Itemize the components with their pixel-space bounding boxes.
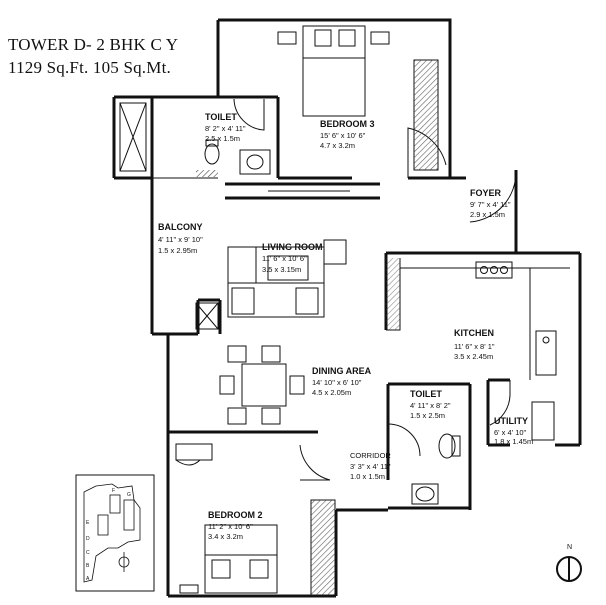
room-dim-m-dining: 4.5 x 2.05m [312,388,351,397]
room-dim-ft-bedroom3: 15' 6" x 10' 6" [320,131,366,140]
north-arrow-icon: N [556,544,582,582]
room-name-kitchen: KITCHEN [454,328,494,338]
plan-title: TOWER D- 2 BHK C Y [8,35,179,54]
room-dim-m-toilet2: 1.5 x 2.5m [410,411,445,420]
room-dim-ft-bedroom2: 11' 2" x 10' 6" [208,522,253,531]
room-name-foyer: FOYER [470,188,502,198]
key-plan-label-c: C [86,550,90,556]
room-dim-ft-toilet2: 4' 11" x 8' 2" [410,401,451,410]
key-plan-label-a: A [86,576,90,582]
room-dim-ft-dining: 14' 10" x 6' 10" [312,378,362,387]
room-dim-ft-foyer: 9' 7" x 4' 11" [470,200,511,209]
room-dim-m-corridor: 1.0 x 1.5m [350,472,385,481]
room-dim-ft-living: 11' 6" x 10' 6" [262,254,307,263]
key-plan-label-f: F [112,488,115,494]
room-name-toilet1: TOILET [205,112,237,122]
key-plan-label-d: D [86,536,90,542]
room-dim-m-utility: 1.8 x 1.45m [494,437,533,446]
room-name-bedroom2: BEDROOM 2 [208,510,263,520]
hatched-walls [196,60,438,595]
room-dim-ft-balcony: 4' 11" x 9' 10" [158,235,203,244]
room-dim-ft-toilet1: 8' 2" x 4' 11" [205,124,246,133]
room-dim-m-foyer: 2.9 x 1.5m [470,210,505,219]
walls [112,18,582,598]
room-dim-m-bedroom2: 3.4 x 3.2m [208,532,243,541]
key-plan-label-g: G [127,492,131,498]
room-name-balcony: BALCONY [158,222,203,232]
key-plan: F G E D C B A [75,474,155,592]
compass-label: N [567,544,572,551]
plan-area: 1129 Sq.Ft. 105 Sq.Mt. [8,58,171,77]
room-dim-ft-kitchen: 11' 6" x 8' 1" [454,342,495,351]
room-name-corridor: CORRIDOR [350,451,391,460]
key-plan-label-b: B [86,563,90,569]
room-dim-ft-utility: 6' x 4' 10" [494,428,527,437]
room-dim-m-toilet1: 2.5 x 1.5m [205,134,240,143]
room-dim-m-living: 3.5 x 3.15m [262,265,301,274]
room-name-bedroom3: BEDROOM 3 [320,119,375,129]
room-name-toilet2: TOILET [410,389,442,399]
room-name-utility: UTILITY [494,416,528,426]
room-dim-m-kitchen: 3.5 x 2.45m [454,352,493,361]
room-name-living: LIVING ROOM [262,242,323,252]
room-dim-m-balcony: 1.5 x 2.95m [158,246,197,255]
room-name-dining: DINING AREA [312,366,372,376]
room-dim-m-bedroom3: 4.7 x 3.2m [320,141,355,150]
key-plan-label-e: E [86,520,90,526]
room-labels: BEDROOM 3 15' 6" x 10' 6" 4.7 x 3.2m TOI… [158,112,533,541]
room-dim-ft-corridor: 3' 3" x 4' 11" [350,462,391,471]
